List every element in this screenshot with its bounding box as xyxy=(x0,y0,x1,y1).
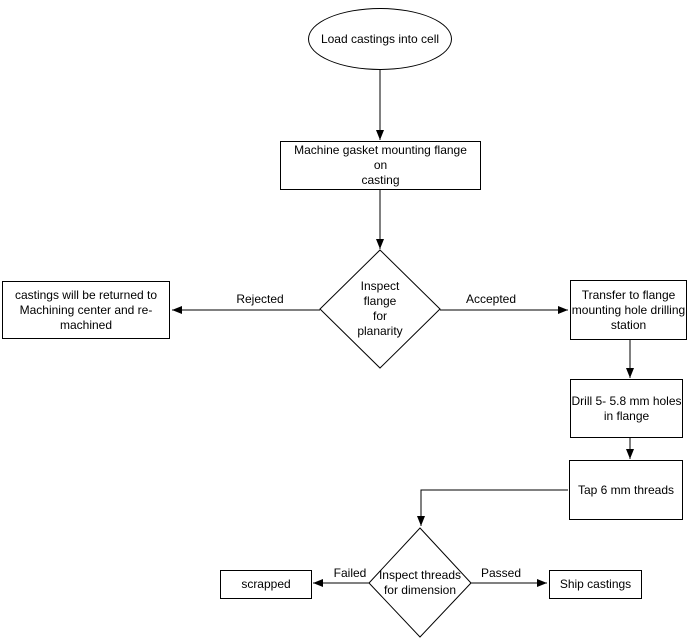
node-tap-threads-label: Tap 6 mm threads xyxy=(577,482,675,497)
node-machine-flange: Machine gasket mounting flange on castin… xyxy=(280,141,481,190)
node-inspect-flange-label: Inspect flange for planarity xyxy=(320,279,440,339)
node-inspect-threads-shape xyxy=(368,527,472,638)
node-transfer-station: Transfer to flange mounting hole drillin… xyxy=(570,280,687,340)
edge-tap-to-inspect-threads xyxy=(417,489,568,526)
node-tap-threads: Tap 6 mm threads xyxy=(569,460,683,520)
edge-label-rejected: Rejected xyxy=(234,292,286,307)
node-ship: Ship castings xyxy=(549,570,642,599)
node-return-machining-label: castings will be returned to Machining c… xyxy=(14,287,158,332)
node-start-label: Load castings into cell xyxy=(320,31,440,46)
edge-label-passed: Passed xyxy=(478,566,524,581)
node-scrapped-label: scrapped xyxy=(241,577,291,591)
node-transfer-station-label: Transfer to flange mounting hole drillin… xyxy=(571,287,686,332)
node-scrapped: scrapped xyxy=(220,570,312,599)
edge-label-accepted: Accepted xyxy=(463,292,519,307)
node-drill-holes: Drill 5- 5.8 mm holes in flange xyxy=(570,379,683,438)
inspect-threads-text: Inspect threads for dimension xyxy=(378,568,462,597)
node-return-machining: castings will be returned to Machining c… xyxy=(2,281,170,339)
node-inspect-threads-label: Inspect threads for dimension xyxy=(360,568,480,598)
inspect-flange-text: Inspect flange for planarity xyxy=(357,279,403,338)
edge-label-failed: Failed xyxy=(331,566,369,581)
node-drill-holes-label: Drill 5- 5.8 mm holes in flange xyxy=(571,393,682,423)
node-start: Load castings into cell xyxy=(308,8,452,70)
node-machine-flange-label: Machine gasket mounting flange on castin… xyxy=(294,143,467,187)
node-inspect-flange-shape xyxy=(319,249,441,369)
node-ship-label: Ship castings xyxy=(559,577,632,591)
